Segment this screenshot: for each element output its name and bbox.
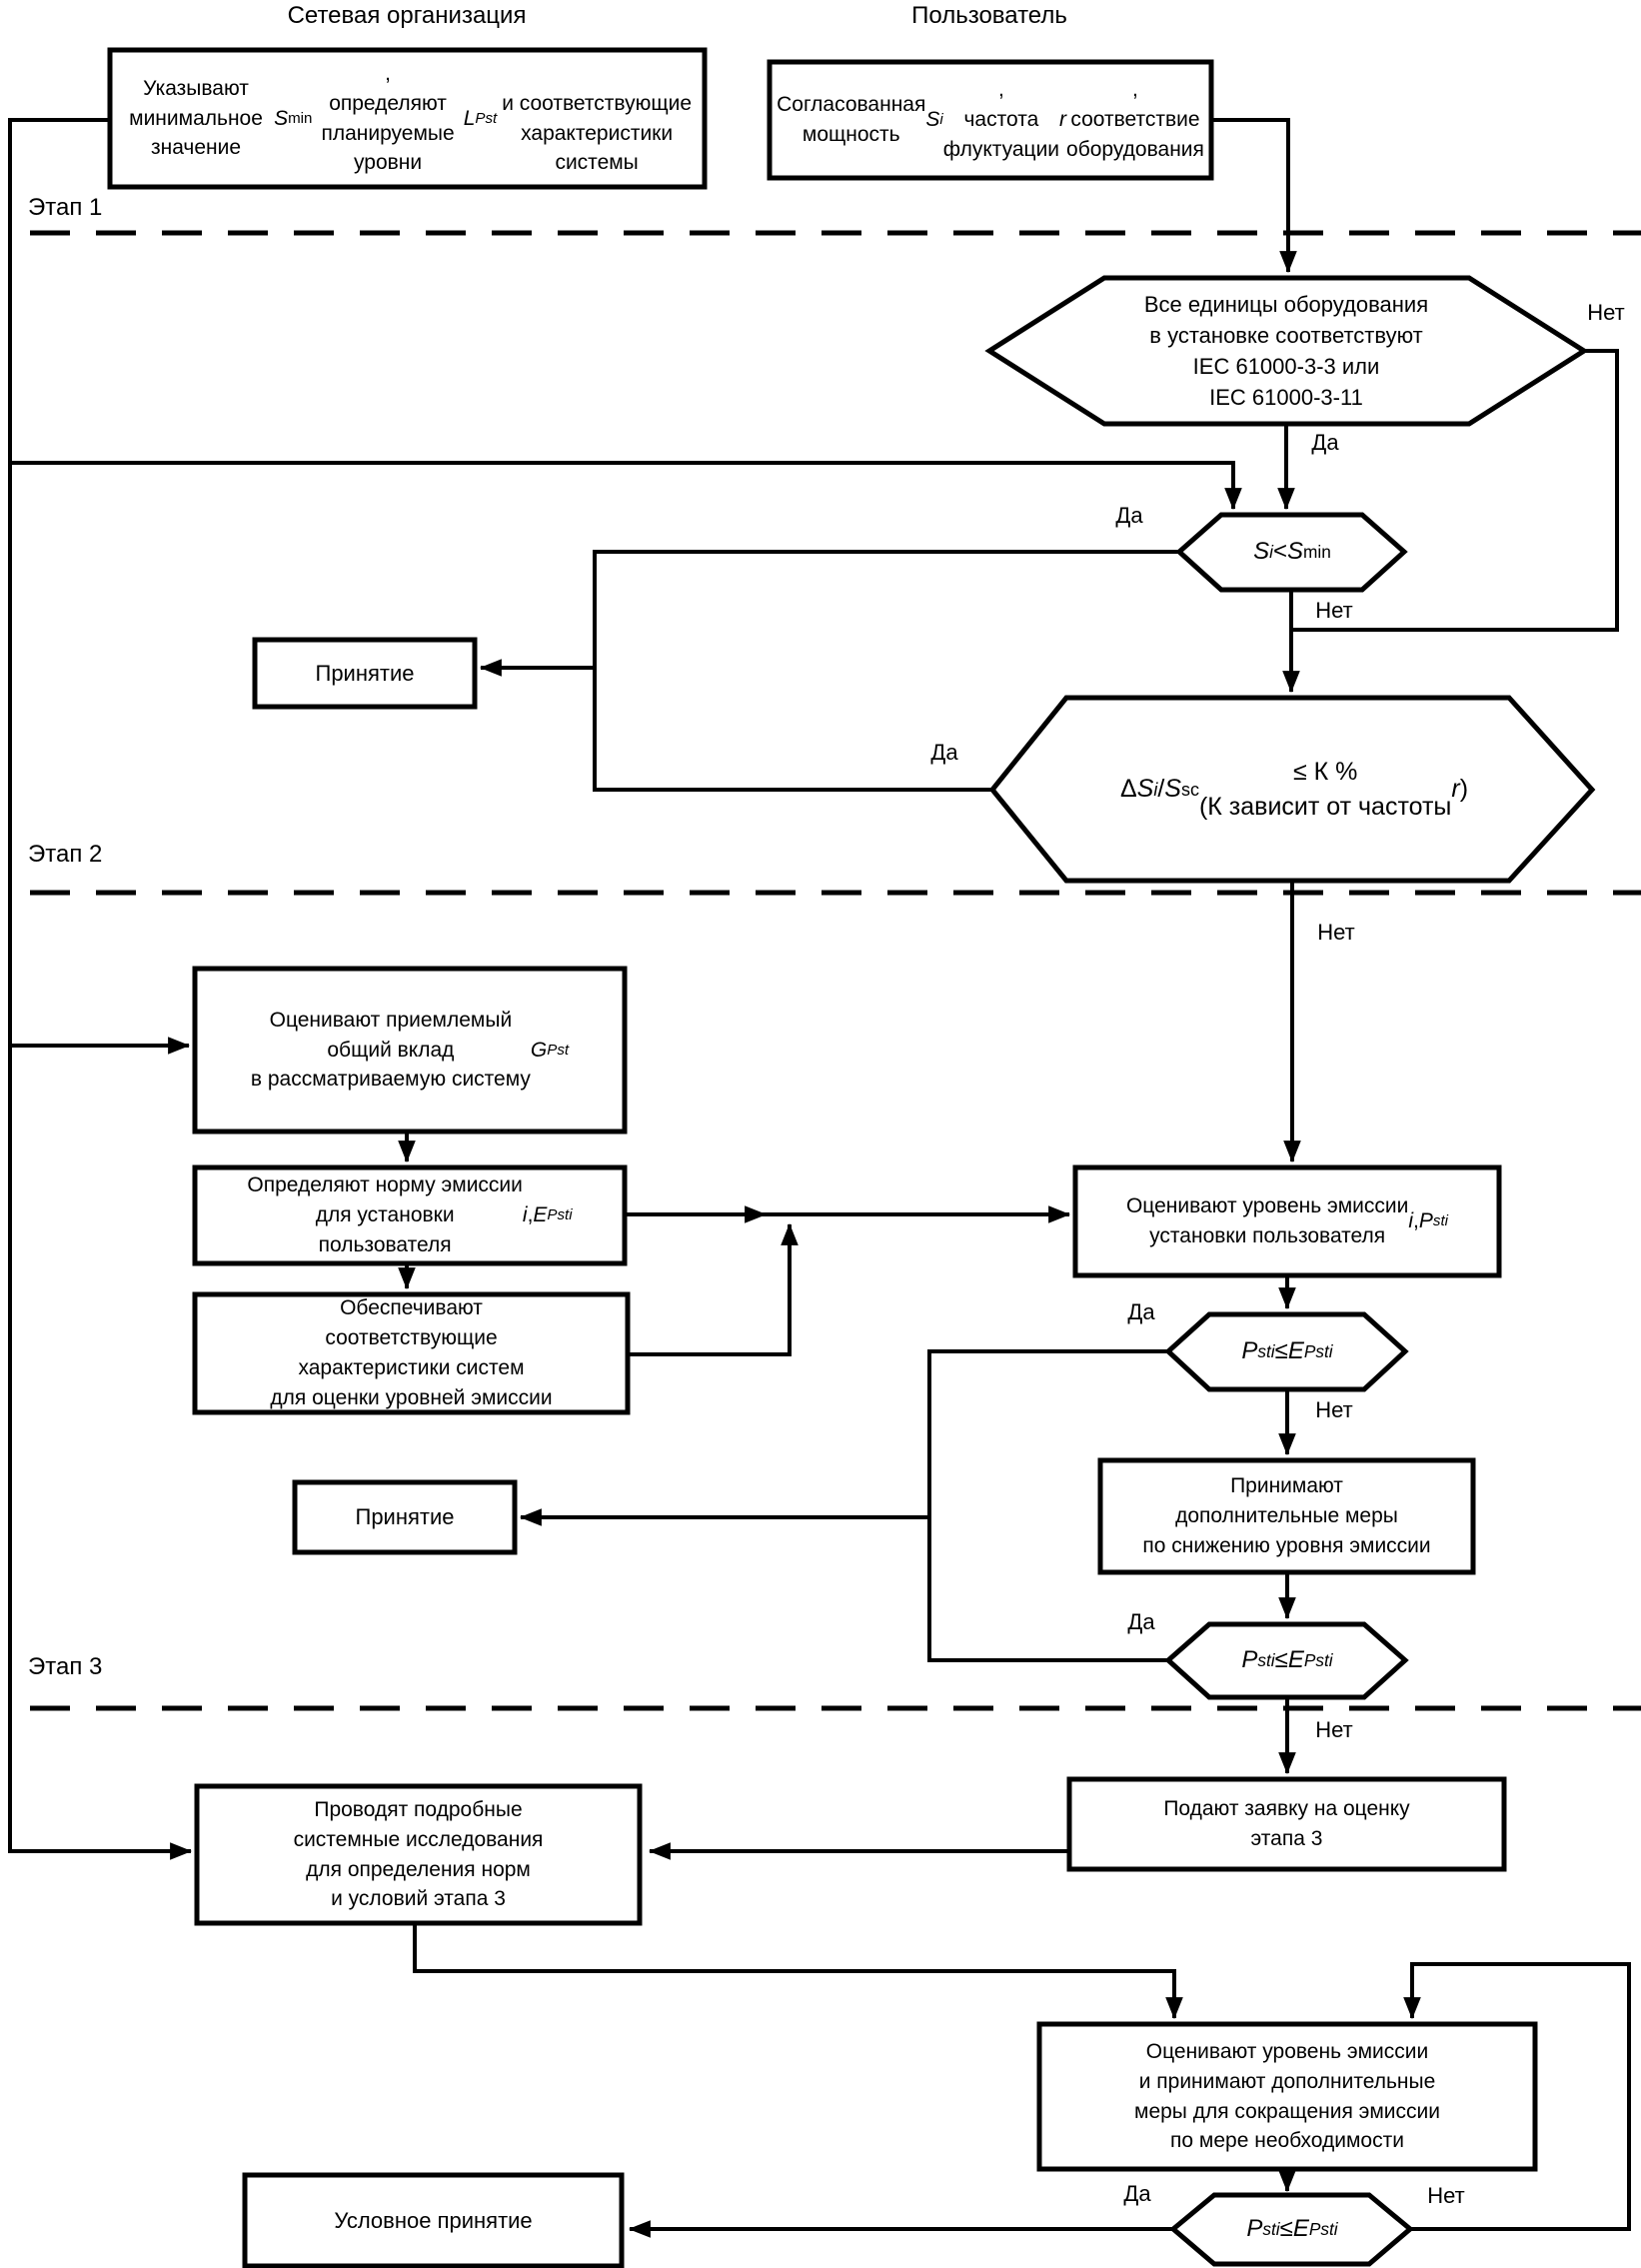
decision-hexagon-psti-3 bbox=[1169, 2192, 1414, 2267]
node-acceptance-1: Принятие bbox=[315, 660, 415, 686]
edge-label-no-dsi-ssc: Нет bbox=[1317, 920, 1355, 945]
process-box-user-power bbox=[767, 59, 1214, 181]
edge-label-yes-dsi-ssc: Да bbox=[930, 740, 958, 765]
process-box-provide-chars bbox=[192, 1291, 631, 1415]
edge-label-no-psti-3: Нет bbox=[1427, 2183, 1465, 2208]
edge-label-no-si-smin: Нет bbox=[1315, 598, 1353, 623]
process-box-mitigation bbox=[1097, 1457, 1476, 1575]
process-box-detailed-study bbox=[194, 1783, 643, 1926]
edge-label-no-equipment: Нет bbox=[1587, 300, 1625, 325]
edge-label-no-psti-1: Нет bbox=[1315, 1397, 1353, 1422]
stage-3-label: Этап 3 bbox=[28, 1653, 103, 1680]
decision-hexagon-psti-1 bbox=[1164, 1311, 1409, 1392]
process-box-assess-reduce bbox=[1036, 2021, 1538, 2172]
connector-lines bbox=[8, 118, 1631, 2238]
stage-2-label: Этап 2 bbox=[28, 841, 103, 868]
process-box-network-specs bbox=[107, 47, 708, 190]
process-box-conditional-acceptance bbox=[242, 2172, 625, 2268]
edge-label-yes-si-smin: Да bbox=[1115, 503, 1143, 528]
process-box-acceptance-2 bbox=[292, 1479, 518, 1555]
node-acceptance-2: Принятие bbox=[355, 1504, 455, 1530]
stage-dividers bbox=[30, 230, 1641, 1711]
stage-1-label: Этап 1 bbox=[28, 194, 103, 221]
process-box-acceptance-1 bbox=[252, 637, 478, 710]
node-conditional-acceptance: Условное принятие bbox=[334, 2207, 533, 2233]
decision-hexagon-dsi-ssc bbox=[988, 695, 1596, 884]
edge-label-yes-equipment: Да bbox=[1311, 430, 1339, 455]
edge-label-yes-psti-2: Да bbox=[1127, 1609, 1155, 1634]
node-shapes bbox=[107, 47, 1596, 2268]
column-header-user: Пользователь bbox=[911, 2, 1067, 29]
process-box-assess-emission bbox=[1072, 1164, 1502, 1278]
process-box-gpst bbox=[192, 966, 628, 1134]
decision-hexagon-si-smin bbox=[1175, 512, 1408, 593]
edge-label-no-psti-2: Нет bbox=[1315, 1717, 1353, 1742]
column-header-network: Сетевая организация bbox=[287, 2, 527, 29]
process-box-stage3-request bbox=[1066, 1776, 1507, 1872]
edge-label-yes-psti-1: Да bbox=[1127, 1299, 1155, 1324]
decision-hexagon-psti-2 bbox=[1164, 1621, 1409, 1700]
decision-hexagon-equipment bbox=[984, 275, 1589, 427]
process-box-emission-limit bbox=[192, 1164, 628, 1266]
edge-label-yes-psti-3: Да bbox=[1123, 2181, 1151, 2206]
